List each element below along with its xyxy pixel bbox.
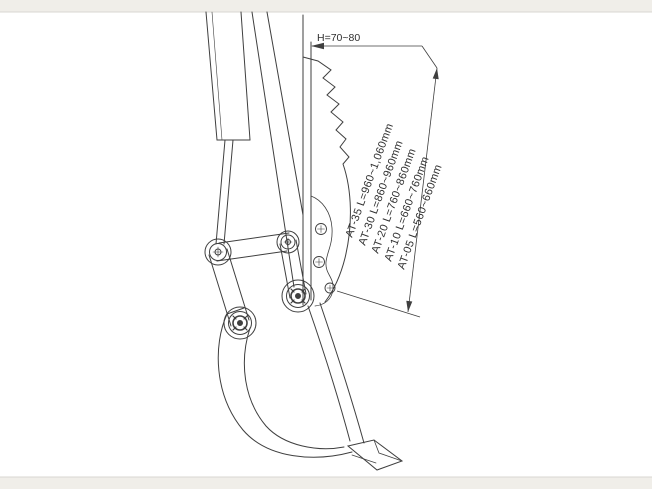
- bucket: [217, 302, 404, 471]
- h-dimension-label: H=70~80: [317, 32, 360, 44]
- pin-bucket-link: [223, 306, 257, 340]
- dimension-h-arrowhead: [311, 42, 324, 50]
- linkage: [208, 232, 307, 327]
- bracket-bolts: [313, 223, 336, 294]
- hydraulic-cylinder: [205, 11, 251, 245]
- pin-upper-link: [276, 230, 300, 254]
- dimension-l: [336, 45, 439, 318]
- letterbox-bottom: [0, 477, 652, 489]
- arm: [251, 11, 312, 306]
- blade-profile: [302, 56, 351, 307]
- excavator-drawing: [204, 11, 404, 471]
- dimension-l-arrowhead-bottom: [406, 300, 413, 312]
- pin-bucket-pivot: [281, 279, 315, 313]
- spec-labels: AT-35 L=960~1,060mm AT-30 L=860~960mm AT…: [344, 122, 445, 271]
- dimension-l-arrowhead-top: [432, 68, 439, 80]
- dimension-h: [311, 42, 422, 50]
- letterbox-top: [0, 0, 652, 12]
- pin-cylinder-rod: [204, 238, 232, 266]
